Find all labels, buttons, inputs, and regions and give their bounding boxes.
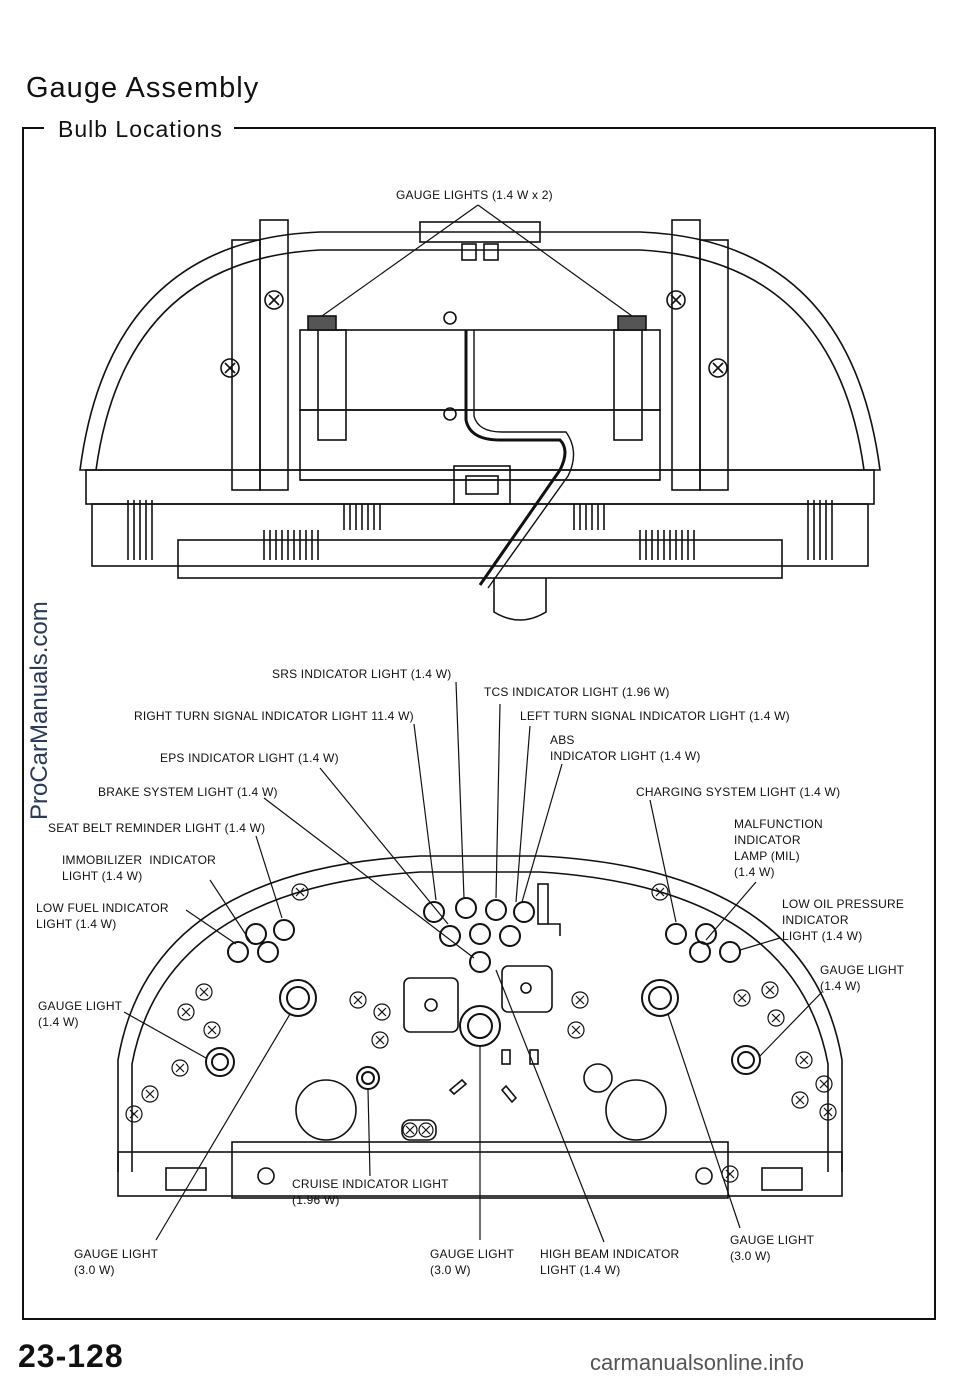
gauge-top-view	[79, 219, 881, 621]
right-indicator-bulbs	[665, 923, 741, 963]
label-low-oil-pressure: LOW OIL PRESSURE INDICATOR LIGHT (1.4 W)	[782, 897, 905, 943]
label-gauge-lights-top: GAUGE LIGHTS (1.4 W x 2)	[396, 188, 553, 202]
bottom-leader-lines	[123, 681, 823, 1243]
label-mil: MALFUNCTION INDICATOR LAMP (MIL) (1.4 W)	[734, 817, 823, 879]
label-cruise-indicator: CRUISE INDICATOR LIGHT (1.96 W)	[292, 1177, 449, 1207]
watermark-bottom: carmanualsonline.info	[590, 1350, 805, 1375]
label-srs-indicator: SRS INDICATOR LIGHT (1.4 W)	[272, 667, 452, 681]
label-brake-system: BRAKE SYSTEM LIGHT (1.4 W)	[98, 785, 278, 799]
label-seat-belt-reminder: SEAT BELT REMINDER LIGHT (1.4 W)	[48, 821, 266, 835]
label-low-fuel: LOW FUEL INDICATOR LIGHT (1.4 W)	[36, 901, 169, 931]
label-tcs-indicator: TCS INDICATOR LIGHT (1.96 W)	[484, 685, 670, 699]
label-right-turn-signal: RIGHT TURN SIGNAL INDICATOR LIGHT 11.4 W…	[134, 709, 414, 723]
frame-top-right-edge	[234, 127, 936, 129]
watermark-side: ProCarManuals.com	[26, 601, 53, 820]
label-high-beam-indicator: HIGH BEAM INDICATOR LIGHT (1.4 W)	[540, 1247, 680, 1277]
page-number: 23-128	[18, 1338, 124, 1374]
label-eps-indicator: EPS INDICATOR LIGHT (1.4 W)	[160, 751, 339, 765]
label-immobilizer: IMMOBILIZER INDICATOR LIGHT (1.4 W)	[62, 853, 216, 883]
diagram-frame	[22, 128, 936, 1320]
assembly-screws	[125, 883, 837, 1183]
label-gauge-light-bottom-left: GAUGE LIGHT (3.0 W)	[74, 1247, 159, 1277]
label-charging-system: CHARGING SYSTEM LIGHT (1.4 W)	[636, 785, 841, 799]
label-gauge-light-bottom-center: GAUGE LIGHT (3.0 W)	[430, 1247, 515, 1277]
label-abs-indicator: ABS INDICATOR LIGHT (1.4 W)	[550, 733, 701, 763]
section-subtitle: Bulb Locations	[52, 116, 229, 143]
top-leader-lines	[321, 204, 633, 317]
label-gauge-light-left: GAUGE LIGHT (1.4 W)	[38, 999, 123, 1029]
label-gauge-light-right: GAUGE LIGHT (1.4 W)	[820, 963, 905, 993]
label-left-turn-signal: LEFT TURN SIGNAL INDICATOR LIGHT (1.4 W)	[520, 709, 790, 723]
left-indicator-bulbs	[227, 919, 295, 963]
frame-top-left-edge	[22, 127, 44, 129]
gauge-light-sockets	[205, 979, 761, 1090]
center-indicator-bulbs	[423, 897, 535, 973]
label-gauge-light-bottom-right: GAUGE LIGHT (3.0 W)	[730, 1233, 815, 1263]
page-title: Gauge Assembly	[26, 72, 260, 104]
